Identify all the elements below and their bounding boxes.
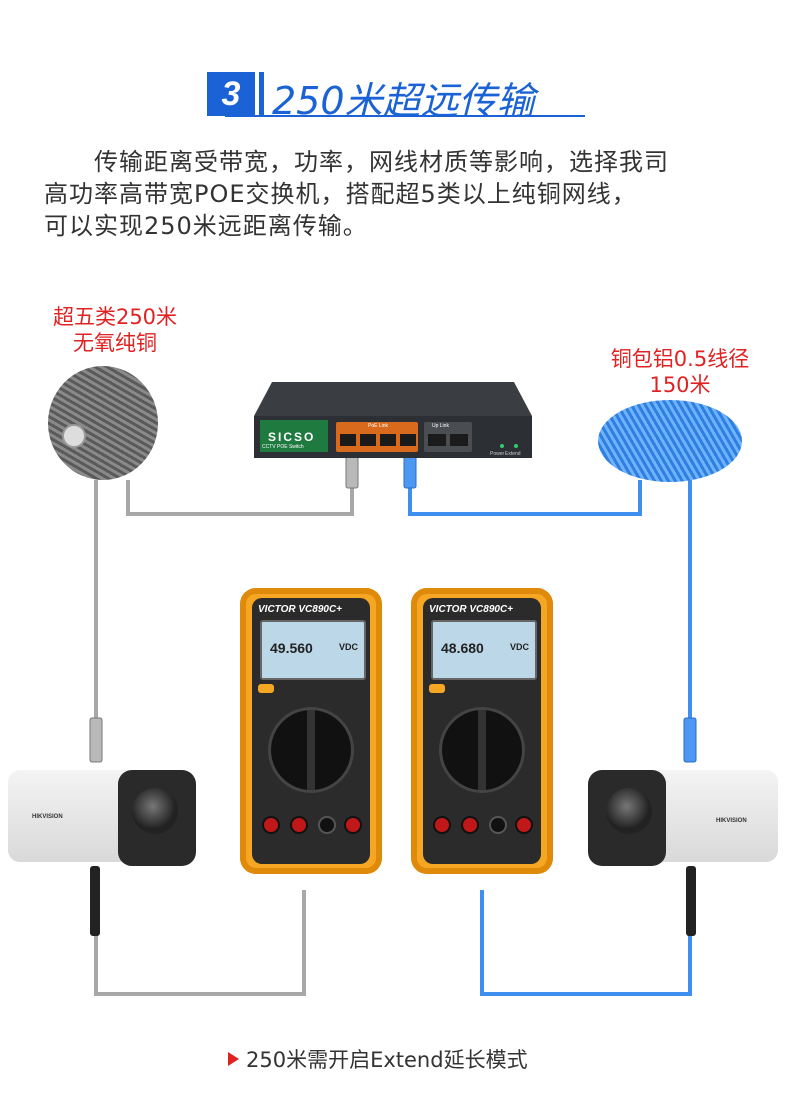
intro-line-2: 高功率高带宽POE交换机，搭配超5类以上纯铜网线， [44,180,637,208]
poe-switch [254,382,532,458]
footer-note: 250米需开启Extend延长模式 [246,1048,528,1072]
blue-cable-to-multimeter [480,890,692,996]
camera-lens-icon [132,788,178,834]
gray-cable-to-multimeter [94,890,306,996]
header-divider [259,72,264,116]
multimeter-left-brand: VICTOR VC890C+ [258,604,343,615]
jack-20a-icon [433,816,451,834]
camera-left-face [118,770,196,866]
select-hold-button [258,684,274,693]
jack-ma-icon [290,816,308,834]
switch-power-label: Power [490,451,505,457]
right-cable-label: 铜包铝0.5线径 150米 [590,346,770,398]
select-hold-button [429,684,445,693]
switch-extend-label: Extend [505,451,521,457]
multimeter-right: VICTOR VC890C+ 48.680 VDC [411,588,553,874]
camera-right: HIKVISION [588,770,778,866]
gray-cable-coil [48,366,158,480]
multimeter-left: VICTOR VC890C+ 49.560 VDC [240,588,382,874]
rotary-dial-icon [271,710,351,790]
blue-cable-coil [598,400,742,482]
camera-lens-icon [606,788,652,834]
jack-v-icon [344,816,362,834]
switch-up-link-label: Up Link [432,423,449,429]
switch-subtitle: CCTV POE Switch [262,444,304,450]
right-cable-label-line1: 铜包铝0.5线径 [610,347,750,371]
multimeter-left-unit: VDC [338,642,358,652]
right-cable-label-line2: 150米 [649,373,711,397]
intro-line-3: 可以实现250米远距离传输。 [44,212,368,240]
multimeter-right-unit: VDC [509,642,529,652]
section-number-badge: 3 [207,72,255,116]
switch-brand: SICSO [268,430,316,444]
multimeter-right-display: 48.680 VDC [431,620,537,680]
rotary-dial-icon [442,710,522,790]
jack-20a-icon [262,816,280,834]
title-underline [225,115,585,117]
camera-left-brand: HIKVISION [32,814,63,820]
switch-poe-link-label: PoE Link [368,423,389,429]
camera-right-brand: HIKVISION [716,818,747,824]
blue-cable-to-switch [408,480,642,516]
jack-com-icon [318,816,336,834]
left-cable-label-line1: 超五类250米 [52,305,178,329]
play-arrow-icon [228,1052,239,1066]
jack-ma-icon [461,816,479,834]
intro-paragraph: 传输距离受带宽，功率，网线材质等影响，选择我司 高功率高带宽POE交换机，搭配超… [44,146,764,242]
intro-line-1: 传输距离受带宽，功率，网线材质等影响，选择我司 [44,148,669,176]
multimeter-left-reading: 49.560 [270,640,313,656]
multimeter-right-brand: VICTOR VC890C+ [429,604,514,615]
multimeter-right-reading: 48.680 [441,640,484,656]
camera-left: HIKVISION [8,770,196,866]
left-cable-label-line2: 无氧纯铜 [73,331,157,355]
left-cable-label: 超五类250米 无氧纯铜 [40,304,190,356]
jack-v-icon [515,816,533,834]
gray-cable-to-switch [126,480,354,516]
camera-right-face [588,770,666,866]
jack-com-icon [489,816,507,834]
multimeter-left-display: 49.560 VDC [260,620,366,680]
coil-center-icon [62,424,86,448]
